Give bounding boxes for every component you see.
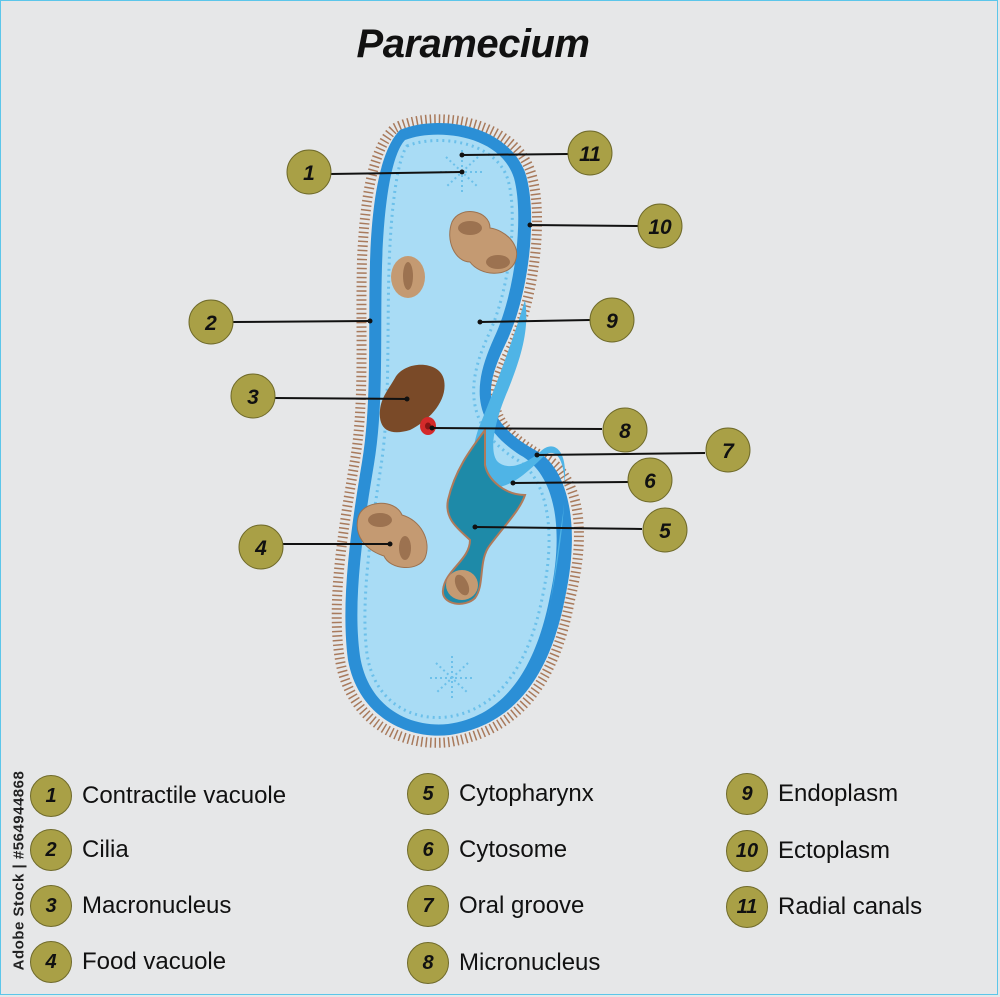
legend-badge: 1 <box>30 775 72 817</box>
diagram-title: Paramecium <box>356 22 590 66</box>
food-vacuole-left <box>391 256 425 298</box>
legend-label: Micronucleus <box>459 949 601 976</box>
leader-line-11 <box>461 153 569 156</box>
svg-text:5: 5 <box>659 520 671 543</box>
svg-text:7: 7 <box>722 440 735 463</box>
svg-text:9: 9 <box>606 310 618 333</box>
callout-5: 5 <box>642 507 688 553</box>
legend-item-macronucleus: 3 Macronucleus <box>30 885 231 927</box>
legend-label: Endoplasm <box>778 780 899 807</box>
legend-badge: 8 <box>407 942 449 984</box>
legend-item-micronucleus: 8 Micronucleus <box>407 942 600 984</box>
legend-label: Macronucleus <box>82 892 232 919</box>
svg-text:8: 8 <box>619 420 631 443</box>
legend-item-radial-canals: 11 Radial canals <box>726 886 922 928</box>
legend-label: Ectoplasm <box>778 837 891 864</box>
legend-label: Cytosome <box>459 836 568 863</box>
ectoplasm-alveoli <box>363 139 551 719</box>
callout-11: 11 <box>567 130 613 176</box>
svg-text:3: 3 <box>247 386 259 409</box>
legend-item-food-vacuole: 4 Food vacuole <box>30 941 226 983</box>
legend-label: Oral groove <box>459 892 585 919</box>
callout-3: 3 <box>230 373 276 419</box>
legend-item-oral-groove: 7 Oral groove <box>407 885 584 927</box>
legend-item-cytosome: 6 Cytosome <box>407 829 567 871</box>
leader-line-9 <box>479 319 591 323</box>
paramecium-diagram: 1 2 3 4 5 6 7 8 9 10 11 <box>188 114 751 748</box>
leader-dots <box>367 152 540 547</box>
legend-badge: 11 <box>726 886 768 928</box>
svg-text:10: 10 <box>648 216 672 239</box>
callout-7: 7 <box>705 427 751 473</box>
legend-badge: 2 <box>30 829 72 871</box>
leader-lines <box>231 153 706 545</box>
legend-item-ectoplasm: 10 Ectoplasm <box>726 830 890 872</box>
legend-badge: 3 <box>30 885 72 927</box>
callout-2: 2 <box>188 299 234 345</box>
leader-line-10 <box>529 224 639 227</box>
cytopharynx-food-vacuole-inner <box>454 574 470 596</box>
legend-label: Cytopharynx <box>459 780 594 807</box>
legend-item-cytopharynx: 5 Cytopharynx <box>407 773 594 815</box>
legend-item-cilia: 2 Cilia <box>30 829 129 871</box>
legend-item-endoplasm: 9 Endoplasm <box>726 773 898 815</box>
svg-text:1: 1 <box>303 162 315 185</box>
micronucleus-center <box>425 422 431 430</box>
legend-item-contractile-vacuole: 1 Contractile vacuole <box>30 775 286 817</box>
svg-text:11: 11 <box>579 143 601 166</box>
oral-groove <box>472 300 566 620</box>
leader-line-6 <box>512 481 629 484</box>
food-vacuole-lower <box>356 502 428 568</box>
callout-8: 8 <box>602 407 648 453</box>
legend-badge: 4 <box>30 941 72 983</box>
macronucleus <box>379 364 445 433</box>
callout-9: 9 <box>589 297 635 343</box>
svg-text:4: 4 <box>254 537 267 560</box>
cilia-fringe <box>331 114 584 748</box>
leader-line-8 <box>431 427 603 430</box>
svg-text:2: 2 <box>204 312 217 335</box>
legend-badge: 10 <box>726 830 768 872</box>
leader-line-2 <box>231 320 371 323</box>
callout-1: 1 <box>286 149 332 195</box>
leader-line-5 <box>474 526 643 530</box>
leader-line-3 <box>273 397 408 400</box>
contractile-vacuole-bottom <box>430 656 474 700</box>
legend-badge: 9 <box>726 773 768 815</box>
legend-label: Cilia <box>82 836 129 863</box>
legend-label: Contractile vacuole <box>82 782 287 809</box>
callout-4: 4 <box>238 524 284 570</box>
legend-label: Food vacuole <box>82 948 227 975</box>
food-vacuole-top <box>449 211 518 274</box>
cytopharynx <box>441 426 527 605</box>
legend-badge: 6 <box>407 829 449 871</box>
leader-line-7 <box>536 452 706 456</box>
callout-10: 10 <box>637 203 683 249</box>
svg-text:6: 6 <box>644 470 656 493</box>
callout-6: 6 <box>627 457 673 503</box>
legend-badge: 7 <box>407 885 449 927</box>
leader-line-1 <box>329 171 463 175</box>
legend-label: Radial canals <box>778 893 923 920</box>
legend-badge: 5 <box>407 773 449 815</box>
